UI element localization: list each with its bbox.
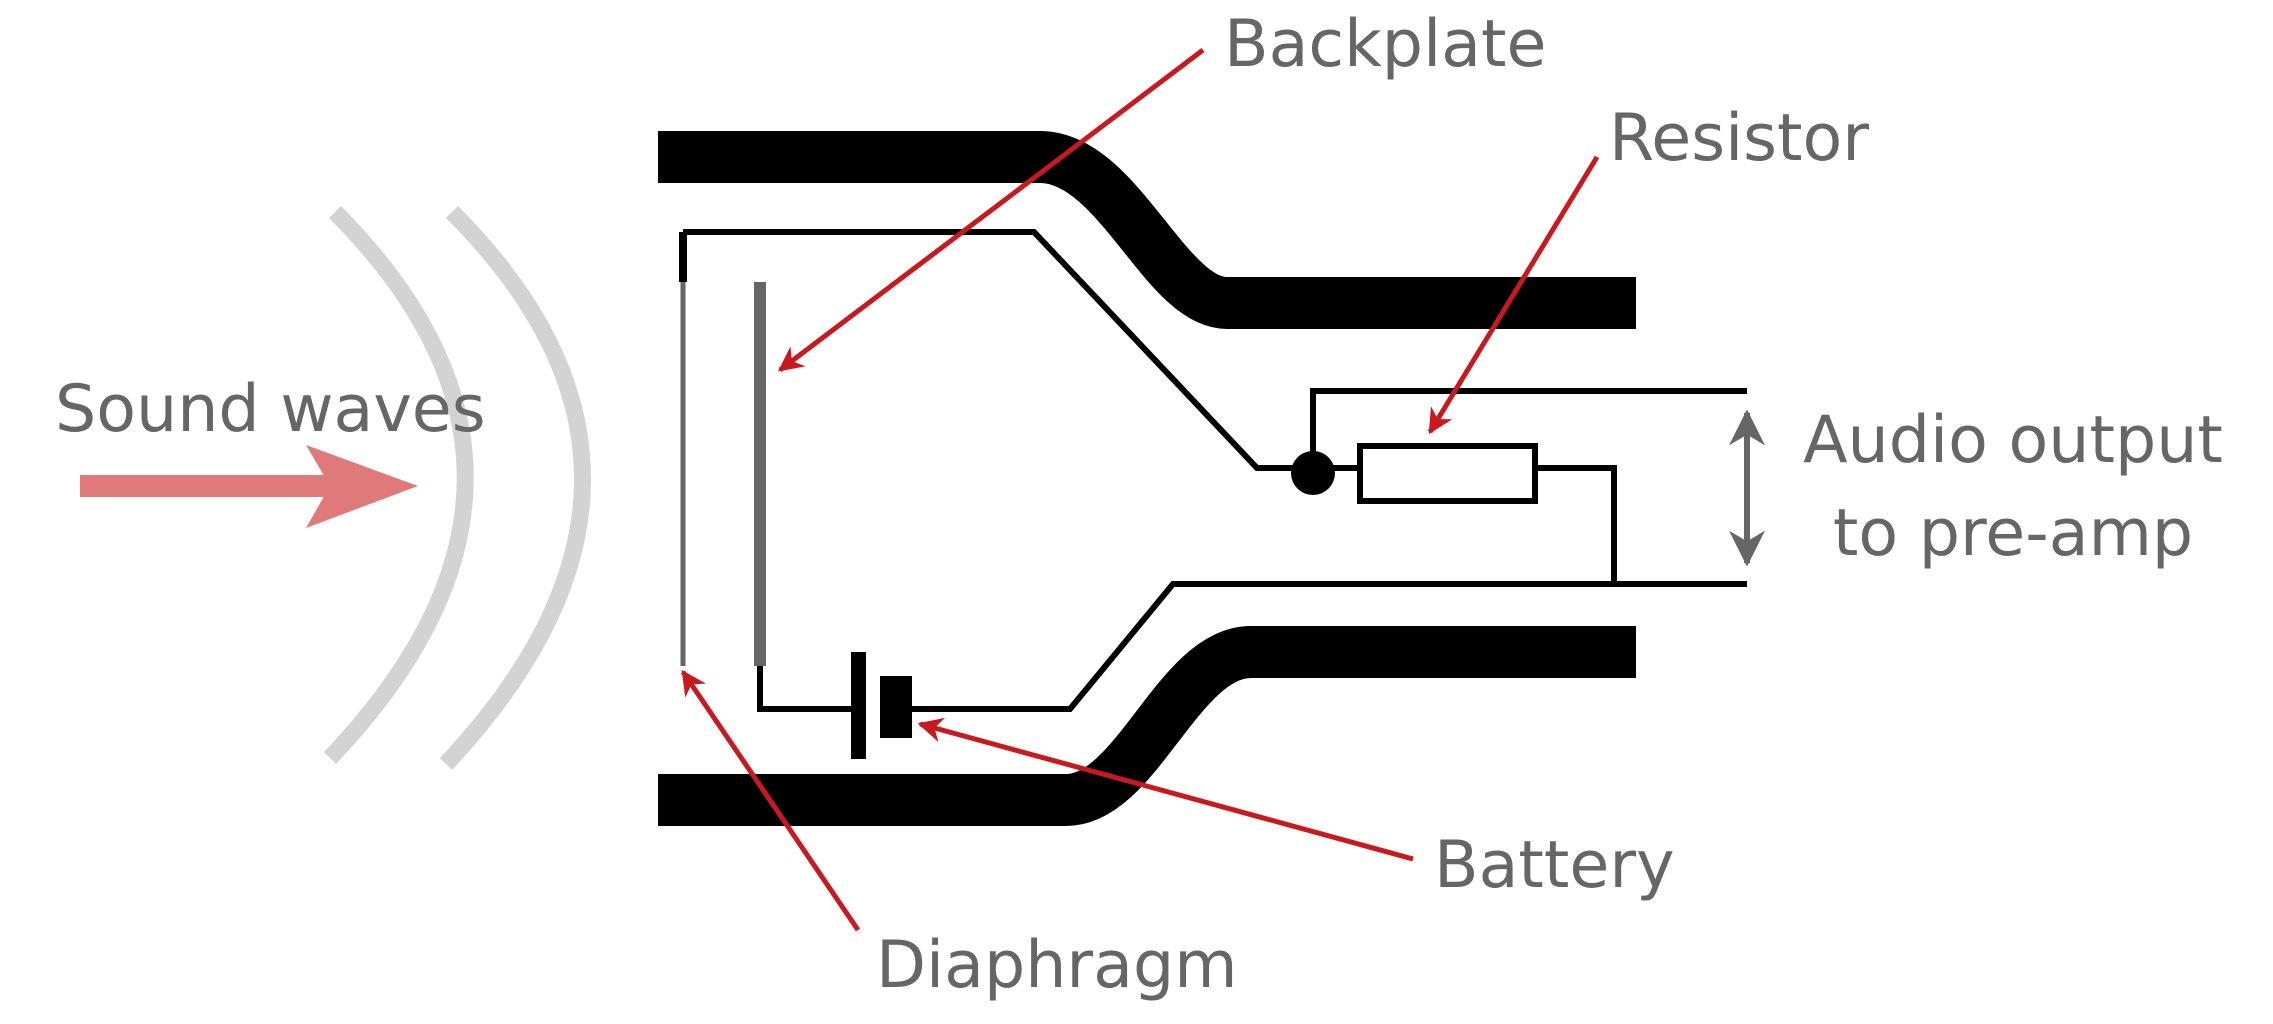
backplate-pointer-arrow [778,48,1205,372]
resistor-label: Resistor [1609,101,1869,176]
battery-pointer-arrow [917,717,1414,862]
battery-label: Battery [1434,828,1675,903]
junction-dot [1291,451,1335,495]
resistor-symbol [1357,443,1538,504]
sound-waves-label: Sound waves [55,372,486,447]
audio-output-label-line2: to pre-amp [1833,496,2193,571]
circuit-wiring [679,229,1747,712]
diaphragm-pointer-arrow [680,669,861,932]
sound-wave-arc-inner [323,206,474,764]
sound-wave-arc-outer [439,205,591,770]
resistor-pointer-arrow [1427,155,1600,435]
sound-arrow-head [306,445,418,528]
audio-output-label-line1: Audio output [1803,403,2223,478]
housing-bottom [658,626,1636,826]
battery-long-plate [851,652,866,759]
housing-top [658,131,1636,329]
backplate-label: Backplate [1224,7,1546,82]
battery-short-plate [880,676,912,738]
diaphragm-label: Diaphragm [876,928,1238,1003]
